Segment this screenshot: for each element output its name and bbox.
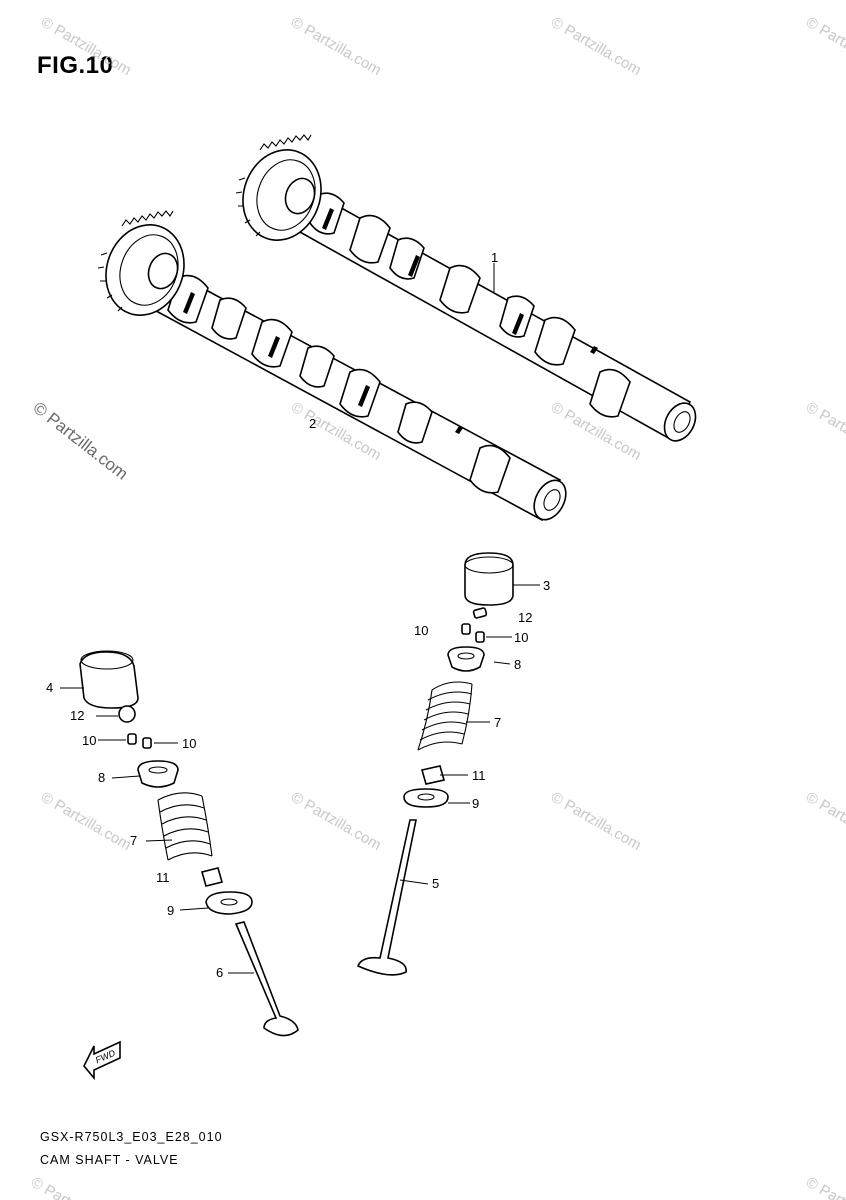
- callout-11: 11: [472, 768, 486, 783]
- leader-lines: [60, 263, 540, 974]
- callout-1: 1: [491, 250, 498, 265]
- callout-12: 12: [518, 610, 532, 625]
- valve-stack-left: [79, 650, 299, 1037]
- figure-title: FIG.10: [37, 52, 114, 79]
- watermark: © Partzilla.com: [803, 399, 846, 464]
- callout-10: 10: [514, 630, 528, 645]
- watermark: © Partzilla.com: [803, 789, 846, 854]
- watermark: © Partzilla.com: [38, 789, 134, 854]
- watermark: © Partzilla.com: [288, 789, 384, 854]
- callout-10: 10: [414, 623, 428, 638]
- callout-3: 3: [543, 578, 550, 593]
- watermark: © Partzilla.com: [803, 1174, 846, 1200]
- callout-12: 12: [70, 708, 84, 723]
- callout-6: 6: [216, 965, 223, 980]
- watermark-layer: © Partzilla.com © Partzilla.com © Partzi…: [28, 14, 846, 1200]
- callout-8: 8: [98, 770, 105, 785]
- watermark: © Partzilla.com: [28, 1174, 124, 1200]
- callout-10: 10: [82, 733, 96, 748]
- model-code: GSX-R750L3_E03_E28_010: [40, 1130, 223, 1144]
- watermark-prominent: © Partzilla.com: [30, 398, 132, 484]
- callout-9: 9: [167, 903, 174, 918]
- watermark: © Partzilla.com: [288, 14, 384, 79]
- callout-10: 10: [182, 736, 196, 751]
- callout-2: 2: [309, 416, 316, 431]
- section-name: CAM SHAFT - VALVE: [40, 1153, 179, 1167]
- watermark: © Partzilla.com: [548, 789, 644, 854]
- callout-4: 4: [46, 680, 53, 695]
- watermark: © Partzilla.com: [38, 14, 134, 79]
- callout-7: 7: [494, 715, 501, 730]
- camshaft-1: [235, 134, 697, 442]
- callout-9: 9: [472, 796, 479, 811]
- watermark: © Partzilla.com: [803, 14, 846, 79]
- fwd-arrow: FWD: [83, 1040, 121, 1081]
- callout-5: 5: [432, 876, 439, 891]
- callout-7: 7: [130, 833, 137, 848]
- camshaft-2: [97, 210, 567, 522]
- valve-stack-right: [356, 552, 514, 976]
- callout-11: 11: [156, 870, 170, 885]
- callout-8: 8: [514, 657, 521, 672]
- callout-labels: 1 2 3 4 5 6 7 7 8 8 9 9 10 10 10 10 11 1…: [46, 250, 550, 980]
- watermark: © Partzilla.com: [548, 14, 644, 79]
